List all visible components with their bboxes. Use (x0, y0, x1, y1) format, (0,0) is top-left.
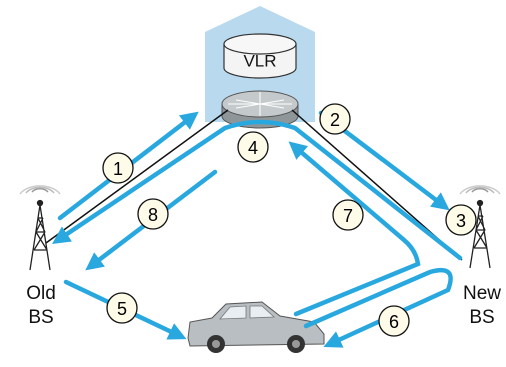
step-badge-3: 3 (445, 204, 477, 236)
svg-text:8: 8 (148, 205, 158, 225)
vlr-database-icon: VLR (223, 33, 297, 79)
step-badge-6: 6 (378, 305, 410, 337)
step-badges: 1 2 3 4 5 6 7 8 (102, 103, 477, 337)
svg-text:4: 4 (248, 138, 258, 158)
old-bs-label-line1: Old (26, 283, 56, 304)
svg-text:3: 3 (456, 211, 466, 231)
arrow-step-4 (52, 119, 463, 261)
svg-text:6: 6 (389, 312, 399, 332)
vlr-label: VLR (243, 52, 276, 71)
svg-text:7: 7 (343, 206, 353, 226)
step-badge-8: 8 (137, 198, 169, 230)
old-bs-tower-icon (19, 185, 61, 271)
step-badge-2: 2 (319, 103, 351, 135)
arrow-step-7 (288, 141, 421, 317)
old-bs-label-line2: BS (28, 307, 53, 328)
new-bs-tower-icon (459, 185, 501, 269)
step-badge-4: 4 (237, 131, 269, 163)
car-icon (187, 301, 325, 353)
step-badge-7: 7 (332, 199, 364, 231)
svg-text:2: 2 (330, 110, 340, 130)
old-bs-wired-link (45, 109, 229, 244)
new-bs-label-line1: New (463, 283, 501, 304)
step-badge-5: 5 (106, 292, 138, 324)
svg-text:1: 1 (113, 159, 123, 179)
svg-text:5: 5 (117, 299, 127, 319)
step-badge-1: 1 (102, 152, 134, 184)
arrow-step-6 (303, 267, 453, 348)
new-bs-label-line2: BS (469, 307, 494, 328)
